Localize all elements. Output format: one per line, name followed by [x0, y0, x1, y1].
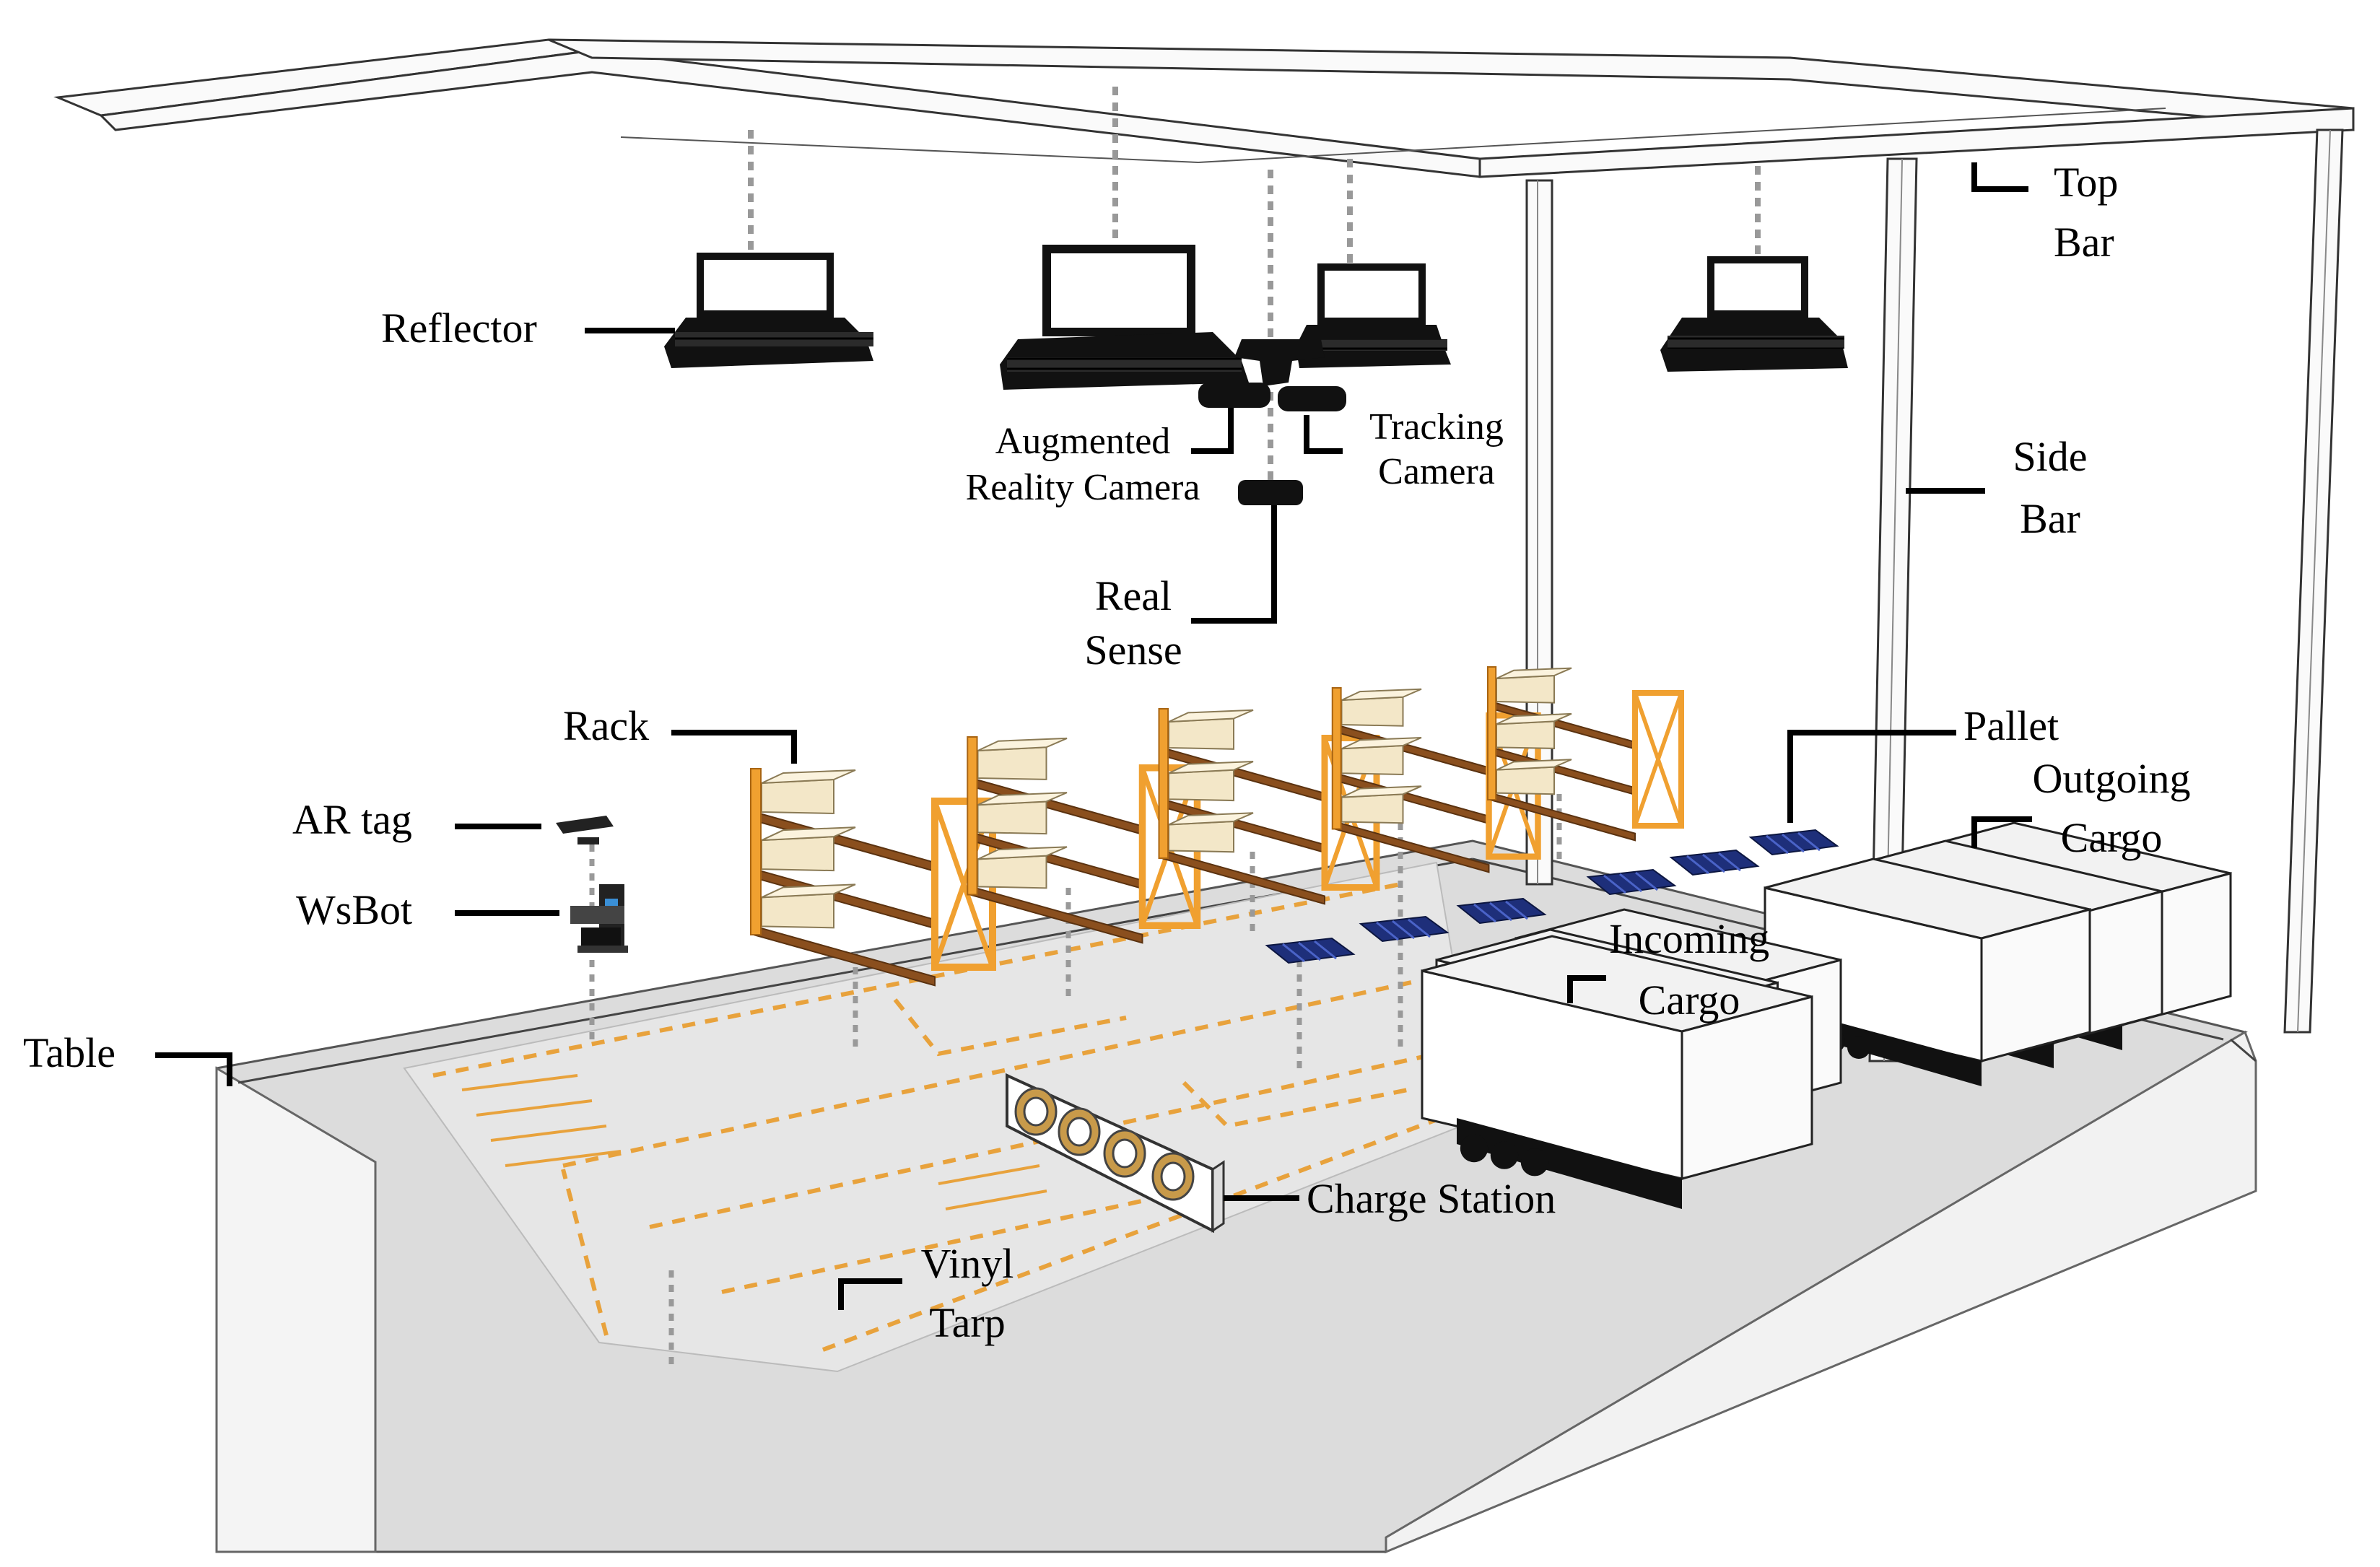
- label-ar-camera-2: Reality Camera: [966, 467, 1200, 508]
- label-side-bar: Side: [2013, 433, 2087, 480]
- label-top-bar: Top: [2054, 159, 2118, 206]
- label-reflector: Reflector: [381, 305, 537, 352]
- leader-tracking-camera: [1304, 415, 1343, 454]
- shelf-rack-icon: [750, 768, 762, 935]
- ar-tag-icon: [556, 816, 614, 834]
- label-pallet: Pallet: [1963, 702, 2059, 749]
- label-side-bar-2: Bar: [2020, 495, 2080, 542]
- reflector-lamp-icon: [1317, 263, 1426, 325]
- label-wsbot: WsBot: [296, 886, 412, 933]
- label-ar-camera: Augmented: [995, 421, 1171, 462]
- pallets: [1265, 829, 1839, 964]
- reflector-lamp-4: [1660, 256, 1848, 372]
- reflector-lamp-3: [1296, 263, 1451, 368]
- label-top-bar-2: Bar: [2054, 219, 2114, 266]
- pallet-4: [1586, 868, 1677, 896]
- reflector-lamp-2: [1000, 245, 1249, 390]
- top-bar-inner-line-2: [1198, 108, 2166, 163]
- camera-mount: [1234, 339, 1325, 386]
- incoming-trailer-3: [1421, 935, 1813, 1209]
- leader-real-sense: [1191, 505, 1277, 624]
- rack-1: [750, 768, 996, 987]
- reflector-lamp-icon: [697, 253, 834, 318]
- leader-outgoing-cargo: [1971, 816, 2032, 848]
- label-table: Table: [23, 1029, 115, 1076]
- shelf-rack-icon: [967, 736, 978, 896]
- reflector-lamp-icon: [1707, 256, 1808, 318]
- label-outgoing-cargo-2: Cargo: [2061, 814, 2163, 861]
- leader-top-bar: [1971, 162, 2028, 192]
- racks: [750, 666, 1684, 987]
- label-rack: Rack: [563, 702, 649, 749]
- rack-5: [1487, 666, 1684, 842]
- leader-pallet: [1787, 730, 1956, 823]
- label-outgoing-cargo: Outgoing: [2032, 755, 2190, 802]
- label-real-sense-2: Sense: [1084, 627, 1182, 673]
- charge-station: [1006, 1073, 1225, 1234]
- leader-rack: [671, 730, 797, 764]
- hang-lines: [748, 87, 1761, 491]
- leader-table: [155, 1052, 232, 1086]
- pallet-2: [1359, 915, 1450, 943]
- camera-icon: [1278, 386, 1346, 411]
- tarp-sheet: [403, 861, 1481, 1373]
- label-tracking-camera: Tracking: [1369, 406, 1504, 448]
- wsbot-robot-icon: [570, 884, 628, 953]
- table-corner-line: [2230, 1038, 2257, 1062]
- label-vinyl-tarp: Vinyl: [921, 1240, 1014, 1287]
- table-right-face: [1385, 1030, 2257, 1554]
- reflector-lamp-icon: [1042, 245, 1195, 336]
- pallet-5: [1669, 849, 1760, 876]
- camera-icon: [1238, 480, 1303, 505]
- pallet-3: [1456, 897, 1547, 925]
- leader-incoming-cargo: [1567, 975, 1606, 1003]
- top-bar-inner-line: [620, 136, 1199, 163]
- pallet-1: [1265, 937, 1356, 964]
- shelf-rack-icon: [1487, 666, 1497, 800]
- top-bar-right-beam: [1478, 107, 2355, 178]
- reflector-lamp-1: [664, 253, 873, 368]
- charge-station-ports: [1014, 1087, 1195, 1201]
- trailers: [1421, 821, 2232, 1209]
- label-tracking-camera-2: Camera: [1378, 451, 1495, 492]
- shelf-rack-icon: [1331, 687, 1342, 830]
- leader-lines: [155, 162, 2032, 1310]
- label-vinyl-tarp-2: Tarp: [929, 1299, 1005, 1346]
- table-front-face: [215, 1066, 377, 1553]
- camera-cluster: [1198, 339, 1346, 505]
- leader-ar-camera: [1191, 408, 1234, 454]
- camera-icon: [1198, 383, 1270, 408]
- label-real-sense: Real: [1095, 572, 1172, 619]
- label-incoming-cargo: Incoming: [1609, 915, 1769, 962]
- wsbot: [556, 816, 628, 953]
- shelf-rack-icon: [1158, 708, 1169, 859]
- leader-vinyl-tarp: [838, 1278, 902, 1310]
- label-charge-station: Charge Station: [1307, 1175, 1556, 1222]
- label-incoming-cargo-2: Cargo: [1639, 977, 1740, 1023]
- parking-stripes: [461, 1074, 1047, 1210]
- pallet-6: [1748, 829, 1839, 856]
- side-bar-left: [1525, 179, 1553, 886]
- labels: Top Bar Reflector Augmented Reality Came…: [23, 159, 2191, 1346]
- label-ar-tag: AR tag: [292, 796, 412, 843]
